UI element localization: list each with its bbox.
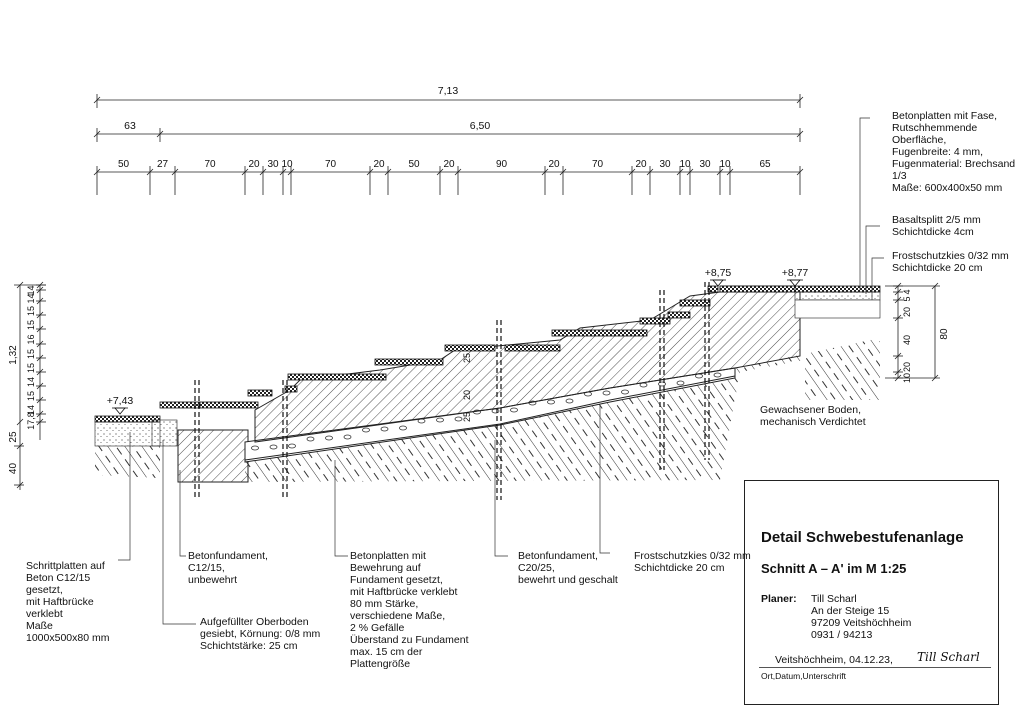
dim-row3-segment: 50 [408,159,420,170]
dim-row3-segment: 70 [325,159,337,170]
signature-line [759,667,991,668]
left-step-dim: 15 [26,349,36,359]
dim-row3-segment: 10 [281,159,293,170]
step-plate [639,317,671,325]
basalt-layer [794,291,881,301]
level-value: +8,75 [705,267,732,279]
right-layer-dim: 40 [902,335,912,345]
step-plate [199,401,259,409]
dim-row3-segment: 70 [592,159,604,170]
step-plate [551,329,648,337]
frost-layer-top [794,299,881,319]
right-layer-dim: 5 [902,296,912,301]
dim-row3-segment: 27 [157,159,169,170]
level-value: +7,43 [107,395,134,407]
signature: Till Scharl [917,650,980,664]
dim-overall: 7,13 [438,85,459,97]
inline-dim: 25 [462,412,472,422]
dim-row3-segment: 30 [699,159,711,170]
topsoil-fill [94,421,161,447]
step-plate [707,285,719,293]
dim-row3-segment: 65 [759,159,771,170]
step-plate [504,344,561,352]
dim-row3-segment: 20 [443,159,455,170]
dim-row3-segment: 10 [719,159,731,170]
inline-dim: 25 [462,353,472,363]
step-plate [159,401,201,409]
left-step-dim: 14 [26,377,36,387]
level-value: +8,77 [782,267,809,279]
left-step-dim: 15 [26,391,36,401]
left-base-dim: 25 [8,431,19,443]
callout-foundation-c12: Betonfundament,C12/15,unbewehrt [188,550,268,586]
dim-row3-segment: 10 [679,159,691,170]
foundation-c12 [177,429,249,483]
right-total-dim: 80 [939,328,950,340]
left-step-dim: 14 [26,293,36,303]
right-layer-dim: 10 [902,373,912,383]
dim-row3-segment: 90 [496,159,508,170]
step-plate [247,389,273,397]
place-date: Veitshöchheim, 04.12.23, [775,654,893,666]
signature-caption: Ort,Datum,Unterschrift [761,671,847,681]
callout-soil: Gewachsener Boden,mechanisch Verdichtet [760,404,866,428]
dim-row3-segment: 20 [635,159,647,170]
step-plate [374,358,444,366]
planner-label: Planer: [761,593,797,605]
dim-row3-segment: 20 [548,159,560,170]
callout-foundation-c20: Betonfundament,C20/25,bewehrt und gescha… [518,550,618,586]
inline-dim: 20 [462,390,472,400]
dim-row3-segment: 30 [267,159,279,170]
title-block: Detail Schwebestufenanlage Schnitt A – A… [744,480,999,705]
dim-row3-segment: 70 [204,159,216,170]
left-step-dim: 14 [26,405,36,415]
level-marker-icon [789,279,801,287]
left-step-dim: 15 [26,363,36,373]
left-base-dim: 40 [8,463,19,475]
step-plate [284,385,298,393]
left-step-dim: 17,8 [26,412,36,430]
dim-row2-650: 6,50 [470,120,491,132]
dim-row3-segment: 20 [248,159,260,170]
right-layer-dim: 4 [902,289,912,294]
level-marker-icon [114,407,126,415]
left-step-dim: 15 [26,306,36,316]
dim-row3-segment: 50 [118,159,130,170]
step-plate [667,311,691,319]
left-step-dim: 15 [26,320,36,330]
right-layer-dim: 20 [902,307,912,317]
step-plate [679,299,711,307]
step-plate [444,344,496,352]
dim-row3-segment: 20 [373,159,385,170]
level-marker-icon [712,279,724,287]
dim-row2-63: 63 [124,120,136,132]
drawing-scale: Schnitt A – A' im M 1:25 [761,561,907,576]
left-step-dim: 14 [26,285,36,295]
step-plate [287,373,387,381]
stepping-plate [94,415,161,423]
natural-soil [95,338,880,482]
drawing-title: Detail Schwebestufenanlage [761,529,964,546]
left-total-dim: 1,32 [8,345,19,365]
right-layer-dim: 20 [902,362,912,372]
step-plate [719,285,796,293]
dim-row3-segment: 30 [659,159,671,170]
left-step-dim: 16 [26,334,36,344]
